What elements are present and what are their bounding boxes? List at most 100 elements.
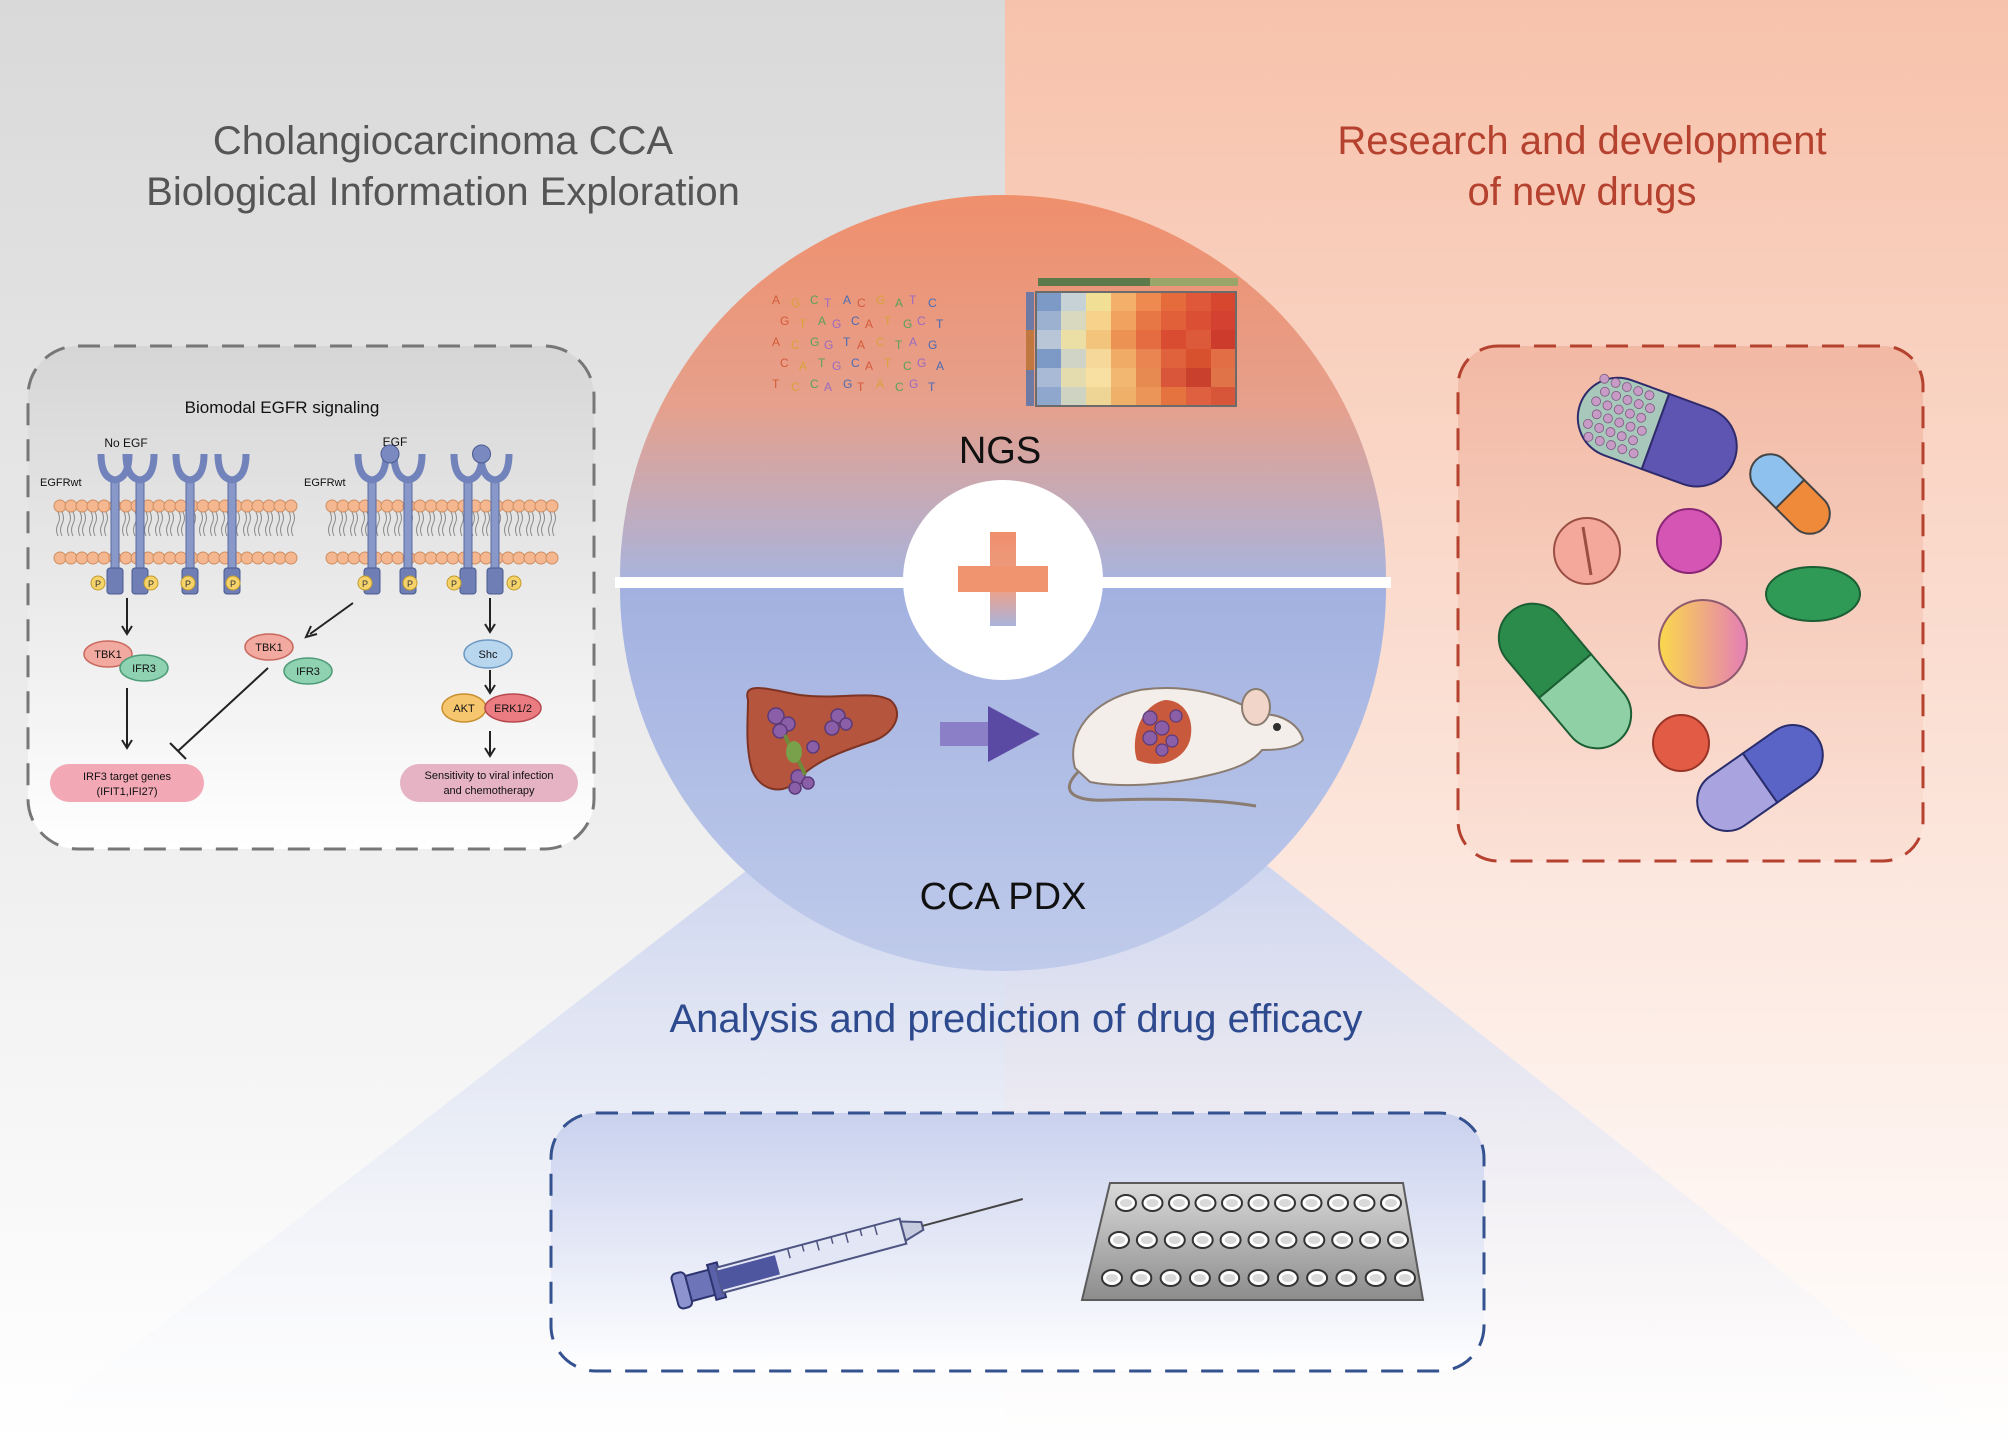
green-oval-tablet bbox=[1765, 566, 1861, 622]
phospho-label: P bbox=[148, 579, 154, 589]
dna-letter: T bbox=[824, 296, 832, 310]
signaling-arrows bbox=[121, 598, 496, 760]
left-header-line1: Cholangiocarcinoma CCA bbox=[213, 119, 674, 163]
dna-letter: T bbox=[799, 317, 807, 331]
dna-letter: T bbox=[936, 317, 944, 331]
egfr-receptors bbox=[97, 444, 513, 595]
dna-letter: A bbox=[865, 317, 873, 331]
dna-letter: C bbox=[810, 377, 819, 391]
ifr3-node-a: IFR3 bbox=[119, 654, 169, 682]
ngs-label: NGS bbox=[959, 430, 1041, 472]
dna-letter: C bbox=[928, 296, 937, 310]
dna-letter: A bbox=[818, 314, 826, 328]
dna-letter: T bbox=[857, 380, 865, 394]
dna-letter: G bbox=[791, 296, 800, 310]
drugs-panel bbox=[1456, 344, 1925, 863]
heatmap-icon bbox=[1026, 278, 1238, 407]
svg-text:Sensitivity to viral infection: Sensitivity to viral infection bbox=[425, 770, 554, 782]
svg-text:IRF3 target genes: IRF3 target genes bbox=[83, 771, 172, 783]
dna-letter: C bbox=[851, 356, 860, 370]
dna-letter: G bbox=[824, 338, 833, 352]
purple-capsule bbox=[1696, 724, 1824, 832]
dna-letter: C bbox=[791, 380, 800, 394]
administration-panel bbox=[549, 1111, 1486, 1373]
dna-letter: C bbox=[876, 335, 885, 349]
phospho-label: P bbox=[230, 579, 236, 589]
transplant-arrow bbox=[940, 706, 1040, 762]
dna-letter: C bbox=[791, 338, 800, 352]
ngs-half bbox=[620, 195, 1386, 578]
dna-letter: G bbox=[810, 335, 819, 349]
erk-node: ERK1/2 bbox=[484, 693, 542, 723]
dna-letter: A bbox=[843, 293, 851, 307]
scored-tablet bbox=[1553, 517, 1621, 585]
dna-letter: C bbox=[903, 359, 912, 373]
svg-text:AKT: AKT bbox=[453, 703, 475, 715]
gradient-tablet bbox=[1658, 599, 1748, 689]
dna-letter: C bbox=[780, 356, 789, 370]
green-capsule bbox=[1497, 602, 1633, 750]
svg-text:IFR3: IFR3 bbox=[296, 666, 320, 678]
phospho-label: P bbox=[451, 579, 457, 589]
dna-letter: G bbox=[832, 359, 841, 373]
dna-letter: T bbox=[928, 380, 936, 394]
ifr3-node-b: IFR3 bbox=[283, 657, 333, 685]
dna-letter: T bbox=[909, 293, 917, 307]
dna-letter: G bbox=[909, 377, 918, 391]
dna-letter: C bbox=[895, 380, 904, 394]
pdx-label: CCA PDX bbox=[920, 876, 1087, 918]
dna-letter: A bbox=[876, 377, 884, 391]
dna-letter: A bbox=[824, 380, 832, 394]
shc-node: Shc bbox=[463, 639, 513, 669]
irf3-target-genes-box: IRF3 target genes (IFIT1,IFI27) bbox=[50, 764, 204, 802]
egfr-label-left: EGFRwt bbox=[40, 477, 82, 489]
dna-letter: T bbox=[843, 335, 851, 349]
liver-icon bbox=[746, 687, 899, 795]
administration-box bbox=[549, 1111, 1486, 1373]
svg-text:(IFIT1,IFI27): (IFIT1,IFI27) bbox=[96, 786, 157, 798]
sensitivity-box: Sensitivity to viral infection and chemo… bbox=[400, 764, 578, 802]
syringe-icon bbox=[670, 1198, 1024, 1310]
svg-text:TBK1: TBK1 bbox=[94, 649, 122, 661]
right-header-line1: Research and development bbox=[1337, 119, 1826, 163]
right-header: Research and development of new drugs bbox=[1337, 119, 1826, 214]
dna-letter: T bbox=[772, 377, 780, 391]
dna-letter: G bbox=[780, 314, 789, 328]
plus-icon bbox=[958, 532, 1048, 626]
dna-letter: T bbox=[895, 338, 903, 352]
speckled-capsule bbox=[1576, 373, 1738, 488]
dna-letter: C bbox=[857, 296, 866, 310]
phospho-label: P bbox=[362, 579, 368, 589]
svg-text:and chemotherapy: and chemotherapy bbox=[443, 785, 535, 797]
right-header-line2: of new drugs bbox=[1467, 170, 1696, 214]
phospho-label: P bbox=[95, 579, 101, 589]
akt-node: AKT bbox=[441, 693, 487, 723]
dna-letter: C bbox=[851, 314, 860, 328]
red-tablet bbox=[1652, 714, 1710, 772]
dna-letter: A bbox=[799, 359, 807, 373]
phospho-label: P bbox=[511, 579, 517, 589]
svg-text:Shc: Shc bbox=[479, 649, 498, 661]
dna-letter: G bbox=[903, 317, 912, 331]
phospho-label: P bbox=[407, 579, 413, 589]
svg-text:IFR3: IFR3 bbox=[132, 663, 156, 675]
pdx-half bbox=[620, 588, 1386, 971]
magenta-tablet bbox=[1656, 508, 1722, 574]
mouse-icon bbox=[1067, 687, 1305, 808]
svg-text:ERK1/2: ERK1/2 bbox=[494, 703, 532, 715]
tbk1-node-a: TBK1 bbox=[83, 640, 133, 668]
signaling-title: Biomodal EGFR signaling bbox=[185, 398, 380, 417]
dna-letter: T bbox=[884, 356, 892, 370]
dna-letter: A bbox=[909, 335, 917, 349]
dna-letter: A bbox=[772, 293, 780, 307]
dna-letter: A bbox=[936, 359, 944, 373]
no-egf-label: No EGF bbox=[104, 436, 147, 450]
dna-letter: T bbox=[884, 314, 892, 328]
dna-letter: A bbox=[865, 359, 873, 373]
dna-letter: T bbox=[818, 356, 826, 370]
pill-blister-tray bbox=[1080, 1182, 1425, 1301]
dna-letter: A bbox=[772, 335, 780, 349]
